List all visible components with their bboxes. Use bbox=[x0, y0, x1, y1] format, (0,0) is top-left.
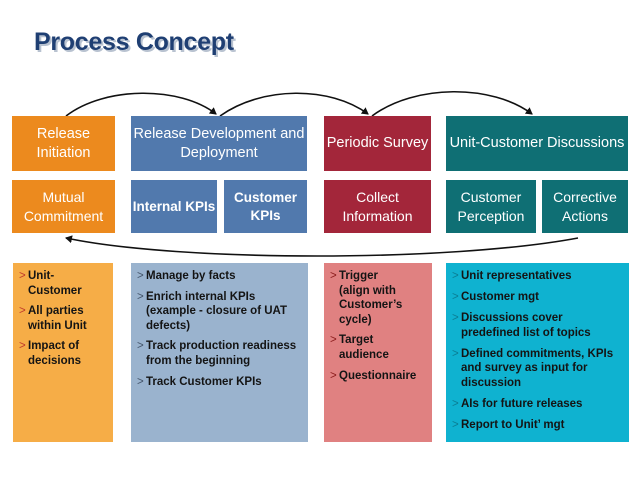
bullet-marker: > bbox=[452, 398, 459, 411]
arrow-development-to-survey bbox=[219, 92, 369, 117]
bullet-marker: > bbox=[137, 375, 144, 388]
bullet-marker: > bbox=[330, 270, 337, 282]
customer-perception-box: Customer Perception bbox=[446, 180, 536, 233]
list-item: >All parties within Unit bbox=[19, 305, 87, 332]
bullet-marker: > bbox=[19, 340, 26, 353]
bullet-marker: > bbox=[330, 334, 337, 347]
list-item: >Track production readiness from the beg… bbox=[137, 340, 297, 367]
release-development-panel: >Manage by facts >Enrich internal KPIs (… bbox=[131, 263, 308, 442]
arrow-discussions-back-to-initiation bbox=[65, 235, 579, 257]
customer-kpis-box: Customer KPIs bbox=[224, 180, 307, 233]
list-item: >Manage by facts bbox=[137, 270, 236, 282]
list-item: >Unit representatives bbox=[452, 270, 572, 282]
periodic-survey-panel: >Trigger (align with Customer’s cycle) >… bbox=[324, 263, 432, 442]
list-item: >Enrich internal KPIs (example - closure… bbox=[137, 290, 288, 332]
bullet-marker: > bbox=[452, 270, 459, 282]
list-item: >Defined commitments, KPIs and survey as… bbox=[452, 347, 614, 390]
release-initiation-header: Release Initiation bbox=[12, 116, 115, 171]
arrow-initiation-to-development bbox=[65, 92, 217, 117]
internal-kpis-box: Internal KPIs bbox=[131, 180, 217, 233]
unit-customer-discussions-header: Unit-Customer Discussions bbox=[446, 116, 628, 171]
bullet-marker: > bbox=[137, 270, 144, 282]
bullet-marker: > bbox=[330, 369, 337, 382]
list-item: >Customer mgt bbox=[452, 291, 539, 304]
bullet-marker: > bbox=[452, 419, 459, 432]
bullet-marker: > bbox=[452, 347, 459, 360]
bullet-marker: > bbox=[137, 290, 144, 303]
list-item: >Track Customer KPIs bbox=[137, 375, 262, 388]
list-item: >Report to Unit’ mgt bbox=[452, 419, 565, 432]
release-initiation-panel: >Unit-Customer >All parties within Unit … bbox=[13, 263, 113, 442]
list-item: >Discussions cover predefined list of to… bbox=[452, 312, 591, 339]
mutual-commitment-box: Mutual Commitment bbox=[12, 180, 115, 233]
list-item: >Questionnaire bbox=[330, 369, 417, 382]
bullet-marker: > bbox=[137, 340, 144, 353]
arrow-survey-to-discussions bbox=[371, 90, 533, 117]
corrective-actions-box: Corrective Actions bbox=[542, 180, 628, 233]
release-development-header: Release Development and Deployment bbox=[131, 116, 307, 171]
bullet-marker: > bbox=[19, 270, 26, 282]
bullet-marker: > bbox=[452, 312, 459, 325]
unit-customer-discussions-panel: >Unit representatives >Customer mgt >Dis… bbox=[446, 263, 629, 442]
list-item: >Trigger (align with Customer’s cycle) bbox=[330, 270, 403, 326]
list-item: >Impact of decisions bbox=[19, 340, 82, 367]
bullet-marker: > bbox=[452, 291, 459, 304]
page-title: Process Concept bbox=[34, 28, 234, 56]
list-item: >AIs for future releases bbox=[452, 398, 583, 411]
periodic-survey-header: Periodic Survey bbox=[324, 116, 431, 171]
bullet-marker: > bbox=[19, 305, 26, 318]
collect-information-box: Collect Information bbox=[324, 180, 431, 233]
list-item: >Unit-Customer bbox=[19, 270, 82, 297]
list-item: >Target audience bbox=[330, 334, 389, 361]
